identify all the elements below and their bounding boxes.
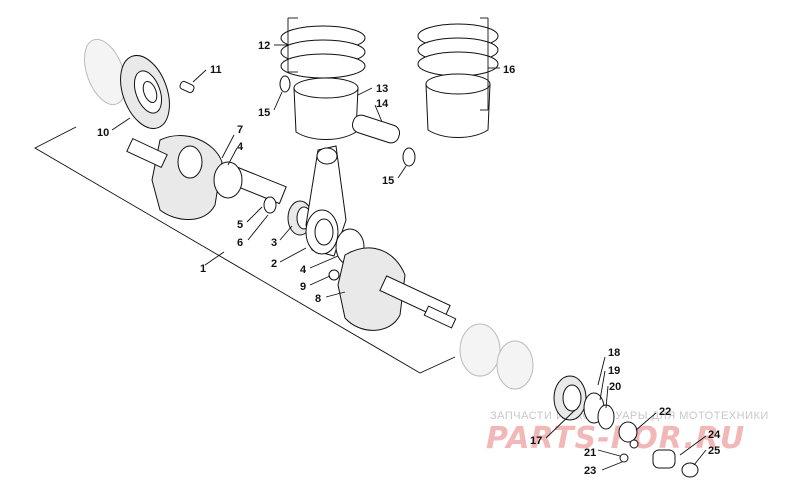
piston-rings-left — [280, 25, 366, 79]
callout-15a: 15 — [258, 107, 270, 119]
circlip-b — [402, 147, 416, 167]
thrust-washer-a — [213, 161, 243, 199]
callout-14: 14 — [376, 98, 389, 110]
dowel-part — [328, 269, 340, 281]
callout-1: 1 — [200, 263, 206, 275]
callout-25: 25 — [708, 445, 720, 457]
callout-12: 12 — [258, 40, 270, 52]
callout-4b: 4 — [300, 264, 307, 276]
callout-10: 10 — [97, 127, 109, 139]
piston-rings-right — [417, 23, 499, 77]
leader-lines — [111, 17, 707, 471]
callout-19: 19 — [608, 365, 620, 377]
callout-labels: 1 2 3 4 4 5 6 7 8 9 10 11 12 13 14 15 15… — [97, 40, 721, 477]
leader-1 — [204, 251, 225, 266]
watermark: PARTS-FOR.RU ЗАПЧАСТИ И АКСЕССУАРЫ ДЛЯ М… — [486, 410, 769, 456]
callout-4a: 4 — [237, 141, 244, 153]
callout-8: 8 — [315, 293, 321, 305]
watermark-brand: PARTS-FOR.RU — [486, 421, 745, 456]
callout-17: 17 — [530, 435, 542, 447]
piston-right — [425, 73, 491, 138]
piston-pin — [351, 114, 401, 144]
key-pin-part — [179, 80, 195, 94]
watermark-caption: ЗАПЧАСТИ И АКСЕССУАРЫ ДЛЯ МОТОТЕХНИКИ — [490, 410, 769, 422]
callout-3: 3 — [271, 237, 277, 249]
connecting-rod-part — [305, 145, 347, 257]
callout-7: 7 — [237, 124, 243, 136]
callout-15b: 15 — [382, 175, 394, 187]
callout-22: 22 — [659, 406, 671, 418]
callout-20: 20 — [609, 381, 621, 393]
gear-part — [83, 38, 170, 129]
assembly-bracket — [34, 126, 456, 374]
callout-21: 21 — [584, 447, 596, 459]
callout-11: 11 — [210, 64, 222, 76]
piston-left — [293, 77, 359, 140]
callout-18: 18 — [608, 347, 620, 359]
callout-24: 24 — [708, 429, 721, 441]
crank-half-right — [337, 247, 457, 331]
callout-5: 5 — [237, 219, 243, 231]
callout-6: 6 — [237, 237, 243, 249]
callout-23: 23 — [584, 465, 596, 477]
callout-16: 16 — [503, 64, 515, 76]
bearing-seal-group — [459, 323, 699, 478]
callout-13: 13 — [376, 83, 388, 95]
crank-half-left — [126, 135, 223, 220]
circlip-a — [279, 75, 291, 93]
callout-2: 2 — [271, 258, 277, 270]
callout-9: 9 — [300, 281, 306, 293]
